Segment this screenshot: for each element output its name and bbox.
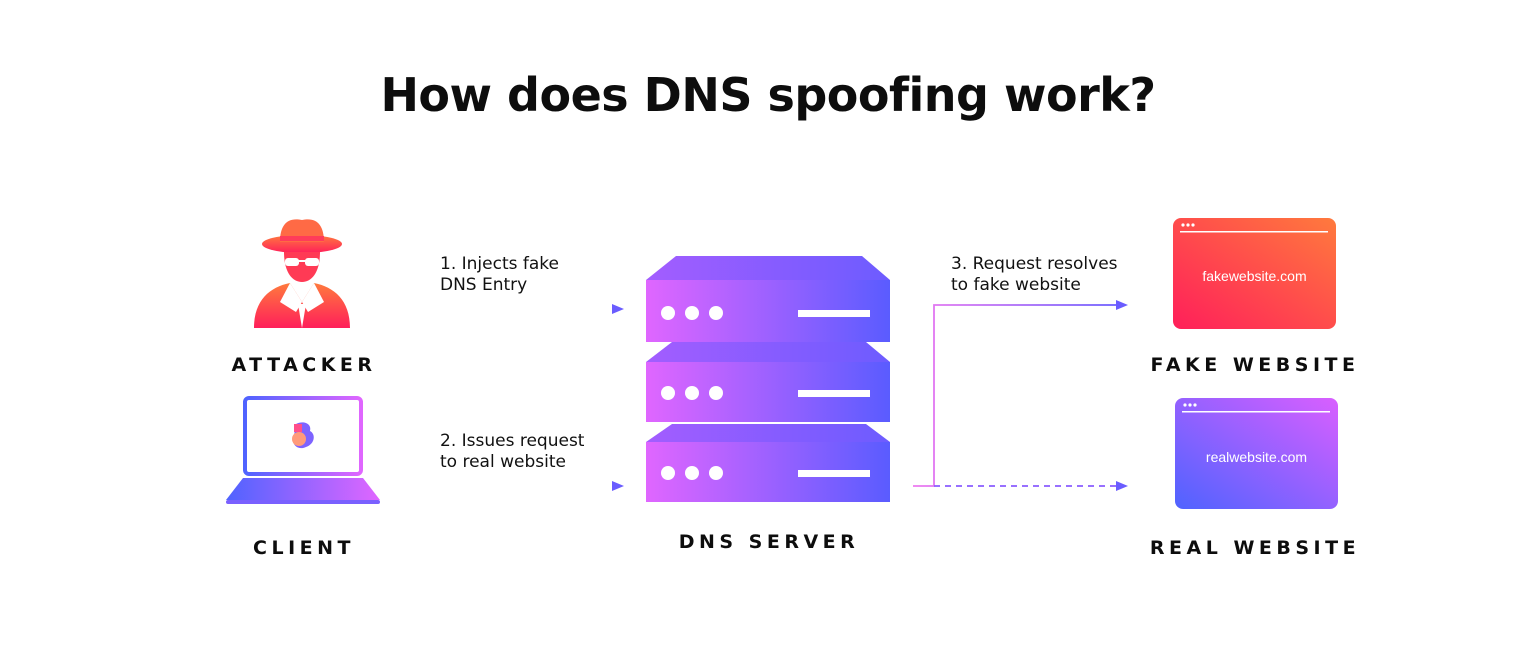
real-website-window [1175,398,1338,509]
real-website-url: realwebsite.com [1205,449,1308,465]
step-1-label: 1. Injects fake DNS Entry [440,254,559,296]
step-2-line-1: 2. Issues request [440,431,585,451]
step-3-line-1: 3. Request resolves [951,254,1118,274]
arrow-request [408,481,624,491]
fake-website-url: fakewebsite.com [1202,268,1307,284]
dns-server-label: DNS SERVER [678,531,860,553]
step-3-label: 3. Request resolves to fake website [951,254,1118,296]
attacker-label: ATTACKER [231,354,377,376]
step-1-line-1: 1. Injects fake [440,254,559,274]
server-stack-icon [646,256,890,502]
step-1-line-2: DNS Entry [440,275,528,295]
arrow-resolve-fake [913,300,1128,487]
step-2-label: 2. Issues request to real website [440,431,584,473]
step-3-line-2: to fake website [951,275,1081,295]
real-website-label: REAL WEBSITE [1149,537,1361,559]
client-label: CLIENT [253,537,355,559]
spy-icon [254,219,350,328]
laptop-icon [226,396,380,504]
arrow-inject [408,304,624,314]
fake-website-window [1173,218,1336,329]
arrow-real-dashed [934,481,1128,491]
step-2-line-2: to real website [440,452,566,472]
diagram-title: How does DNS spoofing work? [380,68,1156,122]
fake-website-label: FAKE WEBSITE [1150,354,1360,376]
